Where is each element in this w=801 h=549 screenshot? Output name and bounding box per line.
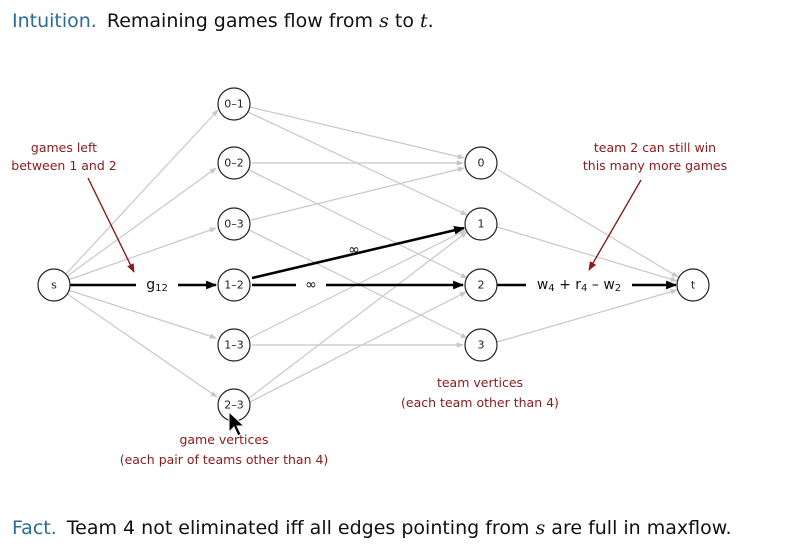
- node-game-1-2: 1–2: [217, 268, 251, 302]
- edge-02-2: [248, 169, 468, 279]
- svg-text:s: s: [51, 279, 57, 292]
- node-t: t: [676, 268, 710, 302]
- highlighted-edges: [70, 225, 678, 290]
- annotation-team-vertices-line2: (each team other than 4): [401, 395, 559, 410]
- svg-text:1–2: 1–2: [224, 279, 244, 292]
- svg-text:3: 3: [478, 339, 485, 352]
- annotation-game-vertices-line1: game vertices: [179, 432, 268, 447]
- annotation-arrow-team2: [588, 179, 642, 271]
- intuition-t: t: [419, 10, 428, 32]
- intuition-text-before: Remaining games flow from: [106, 10, 380, 32]
- node-team-1: 1: [464, 207, 498, 241]
- svg-text:0–1: 0–1: [224, 98, 244, 111]
- edge-s-13: [67, 289, 217, 339]
- mouse-cursor-icon: [228, 410, 246, 437]
- fact-s: s: [535, 517, 546, 539]
- intuition-text-mid: to: [388, 10, 420, 32]
- label-infinity-upper: ∞: [348, 242, 360, 258]
- svg-text:0: 0: [478, 157, 485, 170]
- svg-text:1: 1: [478, 218, 485, 231]
- intuition-text-after: .: [427, 10, 434, 32]
- label-g12: g12: [146, 277, 168, 294]
- edge-1-t: [496, 226, 678, 282]
- svg-text:2: 2: [478, 279, 485, 292]
- intuition-s: s: [379, 10, 389, 32]
- label-infinity-lower: ∞: [305, 277, 317, 293]
- annotation-game-vertices-line2: (each pair of teams other than 4): [120, 452, 329, 467]
- annotation-team2-line2: this many more games: [583, 158, 727, 173]
- intuition-line: Intuition. Remaining games flow from s to…: [12, 10, 434, 32]
- node-game-0-1: 0–1: [217, 87, 251, 121]
- annotation-games-left-line2: between 1 and 2: [11, 158, 116, 173]
- fact-keyword: Fact.: [12, 517, 57, 539]
- node-game-1-3: 1–3: [217, 328, 251, 362]
- node-game-0-2: 0–2: [217, 146, 251, 180]
- node-team-3: 3: [464, 328, 498, 362]
- intuition-keyword: Intuition.: [12, 10, 97, 32]
- edge-03-0: [250, 166, 465, 221]
- source-to-game-edges: [64, 109, 219, 398]
- annotation-team-vertices-line1: team vertices: [437, 375, 523, 390]
- annotation-games-left-line1: games left: [31, 140, 97, 155]
- node-team-2: 2: [464, 268, 498, 302]
- annotation-arrow-games-left: [87, 177, 135, 273]
- edge-23-1: [248, 231, 468, 399]
- edge-12-1: [251, 225, 466, 280]
- svg-text:0–2: 0–2: [224, 157, 244, 170]
- node-game-2-3: 2–3: [217, 388, 251, 422]
- team-to-sink-edges: [496, 168, 679, 343]
- fact-text-before: Team 4 not eliminated iff all edges poin…: [66, 517, 536, 539]
- edge-s-23: [65, 292, 218, 398]
- annotation-team2-line1: team 2 can still win: [594, 140, 716, 155]
- svg-text:t: t: [691, 279, 696, 292]
- svg-text:2–3: 2–3: [224, 399, 244, 412]
- edge-s-03: [67, 227, 217, 281]
- fact-text-after: are full in maxflow.: [545, 517, 732, 539]
- node-team-0: 0: [464, 146, 498, 180]
- edge-s-01: [64, 109, 219, 276]
- edge-01-0: [249, 106, 465, 160]
- fact-line: Fact. Team 4 not eliminated iff all edges…: [12, 517, 732, 539]
- edge-s-02: [65, 167, 217, 278]
- svg-text:1–3: 1–3: [224, 339, 244, 352]
- edge-3-t: [496, 289, 678, 343]
- svg-text:0–3: 0–3: [224, 218, 244, 231]
- edge-0-t: [496, 168, 679, 278]
- edge-23-2: [249, 291, 467, 403]
- node-game-0-3: 0–3: [217, 207, 251, 241]
- node-s: s: [37, 268, 71, 302]
- label-capacity-w4-r4-w2: w4 + r4 – w2: [537, 277, 621, 294]
